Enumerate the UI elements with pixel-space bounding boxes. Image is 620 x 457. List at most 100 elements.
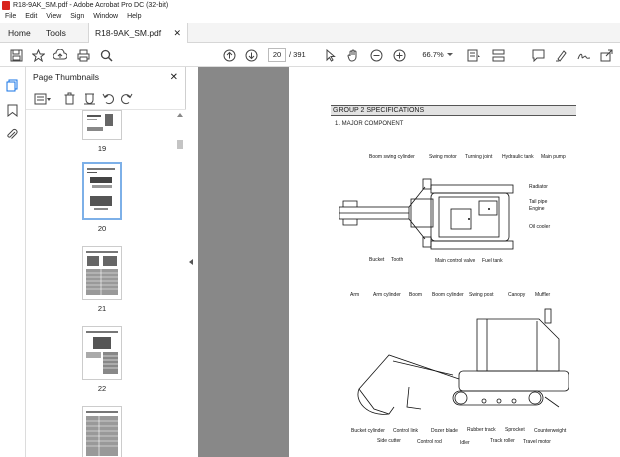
close-tab-icon[interactable]: ✕	[173, 28, 181, 38]
label-engine: Engine	[529, 206, 545, 212]
label-sprocket: Sprocket	[505, 427, 525, 433]
upload-cloud-icon[interactable]	[52, 47, 68, 63]
label-idler: Idler	[460, 440, 470, 446]
label-dozer-blade: Dozer blade	[431, 428, 458, 434]
label-boom: Boom	[409, 292, 423, 298]
thumbnail-label-21: 21	[97, 304, 107, 313]
label-side-cutter: Side cutter	[377, 438, 401, 444]
zoom-in-icon[interactable]	[391, 47, 407, 63]
print-icon[interactable]	[75, 47, 91, 63]
page-number-input[interactable]: 20	[268, 48, 286, 62]
label-hydraulic-tank: Hydraulic tank	[502, 154, 534, 160]
label-swing-post: Swing post	[469, 292, 494, 298]
thumbnail-page-19[interactable]	[82, 110, 122, 140]
hand-tool-icon[interactable]	[345, 47, 361, 63]
label-control-link: Control link	[393, 428, 419, 434]
thumbnail-page-22[interactable]	[82, 326, 122, 380]
collapse-arrow-icon[interactable]	[189, 259, 193, 265]
tab-document-label: R18-9AK_SM.pdf	[95, 28, 162, 38]
menu-help[interactable]: Help	[127, 13, 142, 20]
label-travel-motor: Travel motor	[523, 439, 551, 445]
close-panel-icon[interactable]: ✕	[169, 72, 178, 83]
search-icon[interactable]	[98, 47, 114, 63]
group-header: GROUP 2 SPECIFICATIONS	[331, 105, 576, 116]
thumbnail-list[interactable]: 19 20 21 22	[26, 110, 186, 457]
label-arm-cylinder: Arm cylinder	[373, 292, 401, 298]
rotate-counterclockwise-icon[interactable]	[102, 92, 115, 107]
label-muffler: Muffler	[535, 292, 551, 298]
menu-file[interactable]: File	[5, 13, 17, 20]
label-radiator: Radiator	[529, 184, 548, 190]
label-bucket-cylinder: Bucket cylinder	[351, 428, 385, 434]
thumbnail-page-23[interactable]	[82, 406, 122, 457]
pdf-page: GROUP 2 SPECIFICATIONS 1. MAJOR COMPONEN…	[289, 67, 620, 457]
label-arm: Arm	[350, 292, 360, 298]
tab-tools[interactable]: Tools	[46, 28, 66, 38]
rotate-clockwise-icon[interactable]	[120, 92, 133, 107]
label-bucket: Bucket	[369, 257, 385, 263]
label-tooth: Tooth	[391, 257, 404, 263]
label-fuel-tank: Fuel tank	[482, 258, 503, 264]
share-icon[interactable]	[598, 47, 614, 63]
sign-icon[interactable]	[576, 47, 592, 63]
label-canopy: Canopy	[508, 292, 526, 298]
thumbnail-label-19: 19	[97, 144, 107, 153]
label-boom-cylinder: Boom cylinder	[432, 292, 464, 298]
label-swing-motor: Swing motor	[429, 154, 457, 160]
bookmark-icon[interactable]	[7, 104, 18, 119]
attachment-paperclip-icon[interactable]	[6, 128, 18, 143]
document-canvas[interactable]: GROUP 2 SPECIFICATIONS 1. MAJOR COMPONEN…	[198, 67, 620, 457]
previous-page-icon[interactable]	[221, 47, 237, 63]
select-cursor-icon[interactable]	[322, 47, 338, 63]
main-toolbar: 20 / 391 66.7%	[0, 43, 620, 67]
next-page-icon[interactable]	[243, 47, 259, 63]
thumbnail-label-20: 20	[97, 224, 107, 233]
delete-trash-icon[interactable]	[64, 92, 75, 107]
tab-document[interactable]: R18-9AK_SM.pdf ✕	[88, 23, 188, 44]
thumbnails-header: Page Thumbnails ✕	[26, 67, 186, 88]
zoom-dropdown-icon[interactable]	[447, 53, 453, 56]
scrollbar-thumb[interactable]	[177, 140, 183, 149]
section-heading: 1. MAJOR COMPONENT	[335, 121, 404, 127]
thumbnails-toolbar	[26, 88, 186, 110]
scroll-up-arrow-icon[interactable]	[177, 113, 183, 117]
comment-icon[interactable]	[530, 47, 546, 63]
scroll-mode-icon[interactable]	[490, 47, 506, 63]
menu-edit[interactable]: Edit	[25, 13, 38, 20]
thumbnail-page-20[interactable]	[82, 162, 122, 220]
tab-home[interactable]: Home	[8, 28, 31, 38]
label-boom-swing-cylinder: Boom swing cylinder	[369, 154, 415, 160]
title-bar: R18-9AK_SM.pdf - Adobe Acrobat Pro DC (3…	[0, 0, 620, 11]
label-rubber-track: Rubber track	[467, 427, 496, 433]
label-control-rod: Control rod	[417, 439, 442, 445]
top-view-diagram	[339, 178, 514, 250]
save-icon[interactable]	[8, 47, 24, 63]
label-main-pump: Main pump	[541, 154, 566, 160]
star-icon[interactable]	[30, 47, 46, 63]
thumbnail-options-icon[interactable]	[34, 93, 52, 107]
highlight-pen-icon[interactable]	[553, 47, 569, 63]
label-main-control-valve: Main control valve	[435, 258, 476, 264]
thumbnail-label-22: 22	[97, 384, 107, 393]
page-thumbnails-panel: Page Thumbnails ✕ 19 20	[26, 67, 186, 457]
zoom-out-icon[interactable]	[368, 47, 384, 63]
side-view-diagram	[357, 308, 569, 415]
menu-bar: File Edit View Sign Window Help	[0, 11, 620, 23]
label-counterweight: Counterweight	[534, 428, 567, 434]
zoom-level[interactable]: 66.7%	[422, 50, 444, 59]
thumbnail-page-21[interactable]	[82, 246, 122, 300]
menu-view[interactable]: View	[46, 13, 62, 20]
menu-sign[interactable]: Sign	[70, 13, 85, 20]
page-thumbnails-icon[interactable]	[6, 79, 19, 94]
page-total: / 391	[289, 50, 306, 59]
menu-window[interactable]: Window	[93, 13, 119, 20]
page-layout-icon[interactable]	[466, 47, 482, 63]
thumbnail-scrollbar[interactable]	[176, 110, 184, 457]
panel-collapse-handle[interactable]	[186, 67, 198, 457]
window-title: R18-9AK_SM.pdf - Adobe Acrobat Pro DC (3…	[13, 2, 169, 9]
thumbnails-title: Page Thumbnails	[33, 72, 99, 82]
navigation-sidebar	[0, 67, 26, 457]
tab-bar: Home Tools R18-9AK_SM.pdf ✕	[0, 23, 620, 44]
label-oil-cooler: Oil cooler	[529, 224, 551, 230]
extract-pages-icon[interactable]	[83, 92, 96, 107]
